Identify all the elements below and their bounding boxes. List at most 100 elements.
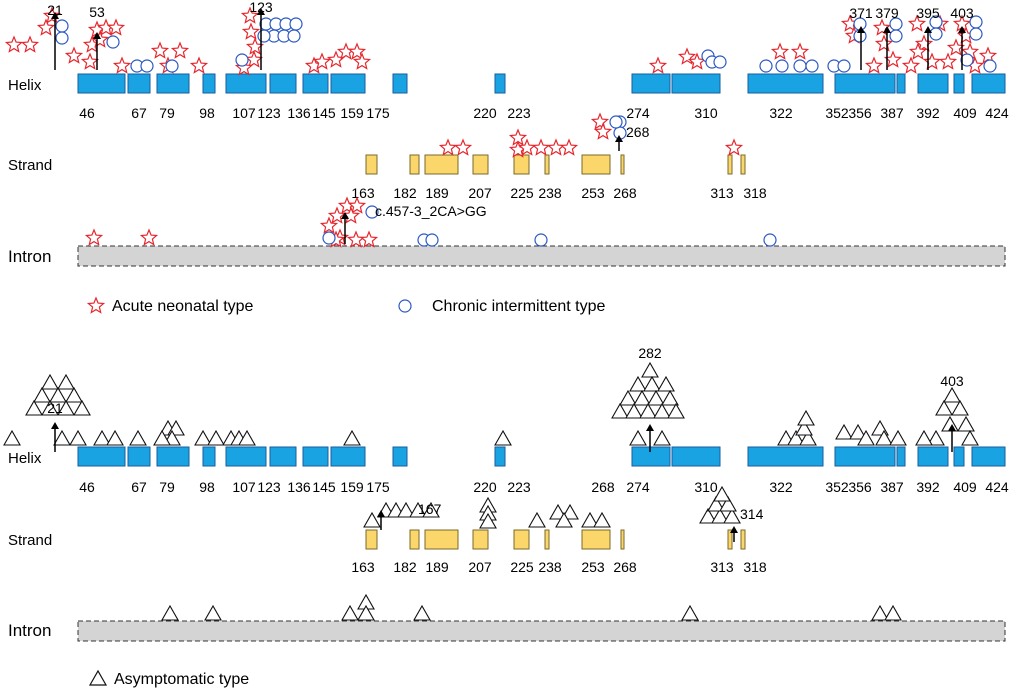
asymptomatic-triangle-icon — [153, 429, 171, 446]
asymptomatic-triangle-icon — [593, 511, 611, 528]
acute-star-icon — [546, 138, 566, 156]
position-label: 322 — [769, 105, 793, 121]
legend-top: Acute neonatal type Chronic intermittent… — [86, 296, 606, 315]
arrow-head — [51, 12, 59, 19]
asymptomatic-triangle-icon — [653, 429, 671, 446]
position-label: 163 — [351, 559, 375, 575]
asymptomatic-triangle-icon — [961, 429, 979, 446]
position-label: 387 — [880, 479, 904, 495]
asymptomatic-triangle-icon — [797, 409, 815, 426]
position-label: 175 — [366, 105, 390, 121]
acute-star-icon — [189, 56, 209, 74]
position-label: 314 — [740, 506, 764, 522]
acute-star-icon — [84, 228, 104, 246]
chronic-circle-icon — [609, 115, 623, 129]
asymptomatic-triangle-icon — [161, 604, 179, 621]
asymptomatic-triangle-icon — [494, 429, 512, 446]
acute-star-icon — [86, 296, 106, 314]
helix-segment — [202, 446, 216, 467]
asymptomatic-triangle-icon — [889, 429, 907, 446]
asymptomatic-triangle-icon — [707, 495, 725, 512]
acute-star-icon — [326, 50, 346, 68]
position-label: 313 — [710, 185, 734, 201]
acute-star-icon — [244, 50, 264, 68]
acute-star-icon — [593, 122, 613, 140]
position-label: 322 — [769, 479, 793, 495]
asymptomatic-triangle-icon — [65, 386, 83, 403]
position-label: 268 — [613, 559, 637, 575]
asymptomatic-triangle-icon — [719, 495, 737, 512]
strand-segment — [727, 529, 733, 550]
row-label-helix: Helix — [8, 450, 42, 467]
position-label: 379 — [875, 5, 899, 21]
acute-star-icon — [790, 42, 810, 60]
position-label: 268 — [591, 479, 615, 495]
helix-segment — [671, 73, 721, 94]
position-label: 403 — [950, 5, 974, 21]
position-label: 424 — [985, 479, 1009, 495]
helix-segment — [302, 73, 329, 94]
asymptomatic-triangle-icon — [69, 429, 87, 446]
helix-segment — [971, 73, 1006, 94]
chronic-circle-icon — [969, 27, 983, 41]
mutation-markers — [3, 361, 979, 621]
chronic-circle-icon — [775, 59, 789, 73]
helix-segment — [631, 446, 671, 467]
chronic-circle-icon — [793, 59, 807, 73]
asymptomatic-triangle-icon — [667, 402, 685, 419]
asymptomatic-triangle-icon — [409, 501, 427, 518]
chronic-circle-icon — [534, 233, 548, 247]
acute-star-icon — [4, 35, 24, 53]
arrow-head — [615, 135, 623, 142]
asymptomatic-triangle-icon — [787, 429, 805, 446]
helix-segment — [225, 73, 267, 94]
position-label: 98 — [199, 479, 215, 495]
chronic-circle-icon — [425, 233, 439, 247]
arrow-head — [341, 212, 349, 219]
position-label: 424 — [985, 105, 1009, 121]
asymptomatic-triangle-icon — [93, 429, 111, 446]
position-label: 136 — [287, 105, 311, 121]
acute-star-icon — [36, 18, 56, 36]
asymptomatic-triangle-icon — [657, 375, 675, 392]
helix-segment — [953, 446, 965, 467]
arrow-head — [51, 422, 59, 429]
acute-star-icon — [347, 42, 367, 60]
helix-segment — [671, 446, 721, 467]
helix-segment — [392, 446, 408, 467]
position-label: 282 — [638, 345, 662, 361]
helix-segment — [917, 446, 949, 467]
chronic-circle-icon — [106, 35, 120, 49]
helix-segment — [225, 446, 267, 467]
asymptomatic-triangle-icon — [849, 423, 867, 440]
acute-star-icon — [241, 22, 261, 40]
position-label: 225 — [510, 559, 534, 575]
acute-star-icon — [559, 138, 579, 156]
position-label: 145 — [312, 105, 336, 121]
asymptomatic-triangle-icon — [619, 389, 637, 406]
position-label: 268 — [613, 185, 637, 201]
strand-segment — [365, 154, 378, 175]
acute-star-icon — [907, 14, 927, 32]
strand-segment — [544, 154, 550, 175]
position-label: 409 — [953, 105, 977, 121]
asymptomatic-triangle-icon — [363, 511, 381, 528]
position-label: 356 — [848, 105, 872, 121]
asymptomatic-triangle-icon — [33, 386, 51, 403]
asymptomatic-triangle-icon — [629, 375, 647, 392]
strand-segment — [409, 154, 420, 175]
position-label: 318 — [743, 185, 767, 201]
acute-star-icon — [901, 56, 921, 74]
acute-star-icon — [20, 35, 40, 53]
arrow-head — [958, 26, 966, 33]
helix-segment — [747, 446, 824, 467]
chronic-circle-icon — [983, 59, 997, 73]
acute-star-icon — [170, 41, 190, 59]
chronic-circle-icon — [763, 233, 777, 247]
position-label: 79 — [159, 479, 175, 495]
asymptomatic-triangle-icon — [957, 415, 975, 432]
asymptomatic-triangle-icon — [643, 375, 661, 392]
